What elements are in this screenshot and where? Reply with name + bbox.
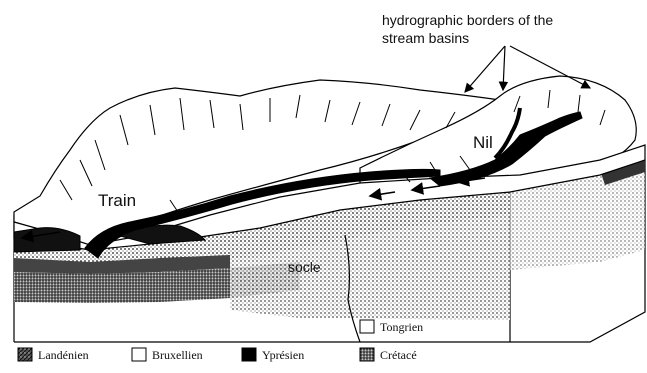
legend-swatch-bruxellien — [132, 348, 146, 361]
dark-outcrop — [14, 228, 80, 252]
legend-label-tongrien: Tongrien — [380, 320, 423, 334]
annotation-line-2: stream basins — [382, 30, 469, 46]
legend-swatch-cretace — [360, 348, 374, 361]
legend-label-ypresien: Yprésien — [262, 348, 304, 362]
legend-label-landenien: Landénien — [38, 348, 89, 362]
nil-label: Nil — [473, 133, 493, 152]
train-label: Train — [98, 191, 136, 210]
legend: Tongrien Landénien Bruxellien Yprésien C… — [18, 320, 423, 362]
legend-swatch-landenien — [18, 348, 32, 361]
annotation-line-1: hydrographic borders of the — [382, 12, 553, 28]
legend-label-cretace: Crétacé — [380, 348, 417, 362]
legend-swatch-ypresien — [242, 348, 256, 361]
legend-swatch-tongrien — [360, 320, 374, 333]
legend-label-bruxellien: Bruxellien — [152, 348, 203, 362]
socle-label: socle — [288, 259, 321, 275]
